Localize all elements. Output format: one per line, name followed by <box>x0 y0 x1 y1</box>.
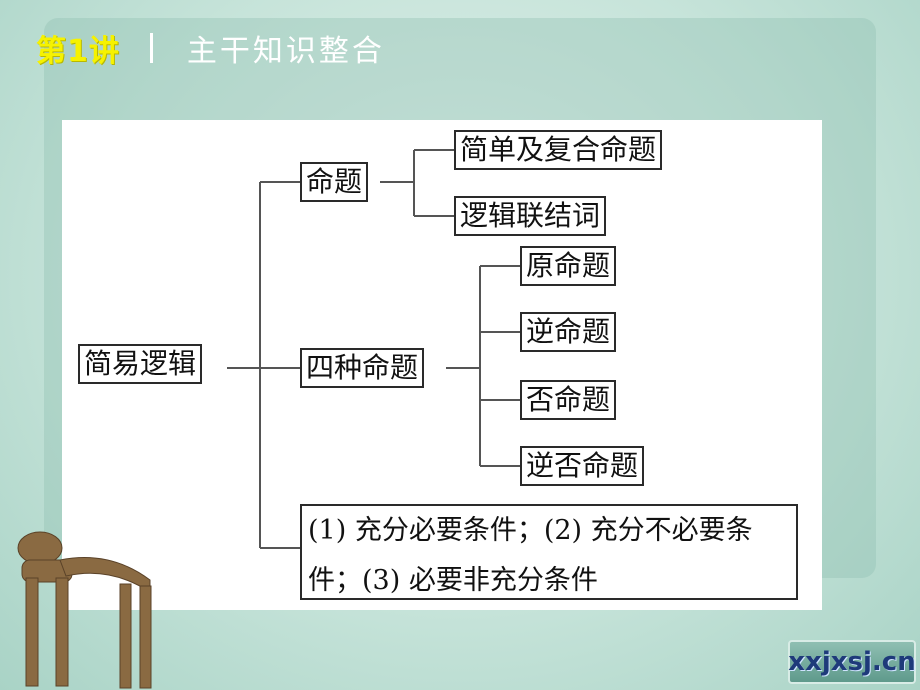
leaf-label: 逆否命题 <box>526 449 639 482</box>
section-title: 主干知识整合 <box>186 34 385 69</box>
leaf-label: 简单及复合命题 <box>460 133 657 166</box>
leaf-label: 逆命题 <box>526 315 611 348</box>
concept-diagram: 简易逻辑 命题 简单及复合命题 逻辑联结词 四种命题 原命题 逆命题 否命题 逆… <box>62 120 822 610</box>
branch-node-proposition: 命题 <box>300 162 369 202</box>
leaf-node-original: 原命题 <box>520 246 617 286</box>
leaf-node-connectives: 逻辑联结词 <box>454 196 607 236</box>
leaf-node-inverse: 否命题 <box>520 380 617 420</box>
branch-node-conditions: (1) 充分必要条件；(2) 充分不必要条件；(3) 必要非充分条件 <box>300 504 798 600</box>
watermark-text: xxjxsj.cn <box>788 647 916 677</box>
root-label: 简易逻辑 <box>84 347 197 380</box>
lecture-number: 第1讲 <box>36 34 120 69</box>
branch-label: 四种命题 <box>306 351 419 384</box>
leaf-label: 否命题 <box>526 383 611 416</box>
site-watermark-logo: xxjxsj.cn <box>788 640 916 684</box>
header-divider <box>149 33 153 63</box>
leaf-node-contrapositive: 逆否命题 <box>520 446 645 486</box>
leaf-node-simple-compound: 简单及复合命题 <box>454 130 663 170</box>
root-node: 简易逻辑 <box>78 344 203 384</box>
diagram-connectors <box>227 149 520 549</box>
leaf-node-converse: 逆命题 <box>520 312 617 352</box>
branch-node-four-propositions: 四种命题 <box>300 348 425 388</box>
branch-label: (1) 充分必要条件；(2) 充分不必要条件；(3) 必要非充分条件 <box>308 515 753 596</box>
wooden-figure-decoration <box>17 531 152 689</box>
branch-label: 命题 <box>306 165 363 198</box>
slide-header: 第1讲 主干知识整合 <box>36 28 385 69</box>
leaf-label: 原命题 <box>526 249 611 282</box>
leaf-label: 逻辑联结词 <box>460 199 601 232</box>
